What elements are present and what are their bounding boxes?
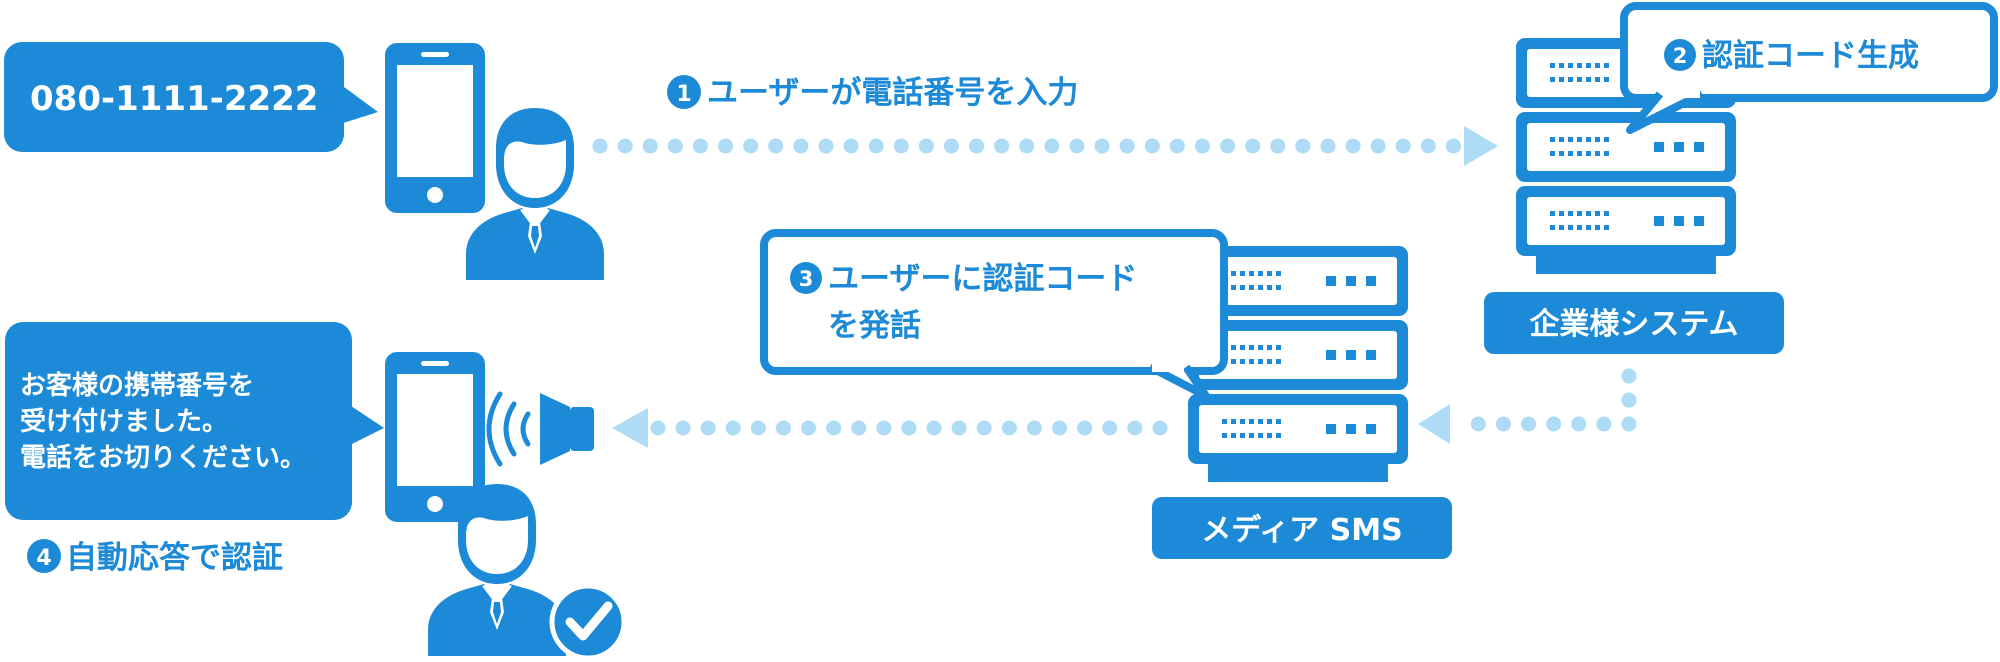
step1-number: 1 <box>676 82 691 107</box>
step4-caption: 4 自動応答で認証 <box>27 539 283 576</box>
step3-line2: を発話 <box>828 308 921 344</box>
step3-number: 3 <box>799 267 814 291</box>
step2-number: 2 <box>1673 44 1688 68</box>
step2-label: 認証コード生成 <box>1702 38 1919 74</box>
step3-line1: ユーザーに認証コード <box>828 261 1137 297</box>
phone-number-bubble: 080-1111-2222 <box>4 42 378 152</box>
arrow-icon <box>1464 126 1498 166</box>
step4-number: 4 <box>36 546 51 571</box>
step1-caption: 1 ユーザーが電話番号を入力 <box>667 75 1078 111</box>
phone-number-text: 080-1111-2222 <box>30 79 318 119</box>
speaker-icon <box>486 391 594 467</box>
step3-bubble: 3 ユーザーに認証コード を発話 <box>760 229 1228 400</box>
company-system-label-box: 企業様システム <box>1484 292 1784 354</box>
smartphone-icon <box>385 43 485 213</box>
company-system-servers <box>1516 38 1736 274</box>
step4-label: 自動応答で認証 <box>66 540 283 576</box>
media-sms-servers <box>1188 246 1408 482</box>
media-sms-label: メディア SMS <box>1201 513 1402 548</box>
response-line2: 受け付けました。 <box>20 406 228 437</box>
arrow-icon <box>1418 404 1450 444</box>
check-icon <box>549 583 627 661</box>
server-icon <box>1516 112 1736 182</box>
user-icon <box>466 108 604 280</box>
step2-bubble: 2 認証コード生成 <box>1620 2 1998 134</box>
arrow-system-to-sms <box>1418 368 1637 444</box>
step1-label: ユーザーが電話番号を入力 <box>707 75 1078 111</box>
server-icon <box>1516 186 1736 256</box>
response-line3: 電話をお切りください。 <box>20 442 306 473</box>
arrow-icon <box>612 408 648 448</box>
arrow-sms-to-user <box>612 408 1168 448</box>
arrow-user-to-system <box>592 126 1498 166</box>
server-icon <box>1188 394 1408 464</box>
media-sms-label-box: メディア SMS <box>1152 497 1452 559</box>
company-system-label: 企業様システム <box>1529 307 1738 342</box>
response-line1: お客様の携帯番号を <box>20 370 254 401</box>
response-bubble: お客様の携帯番号を 受け付けました。 電話をお切りください。 <box>5 322 384 520</box>
